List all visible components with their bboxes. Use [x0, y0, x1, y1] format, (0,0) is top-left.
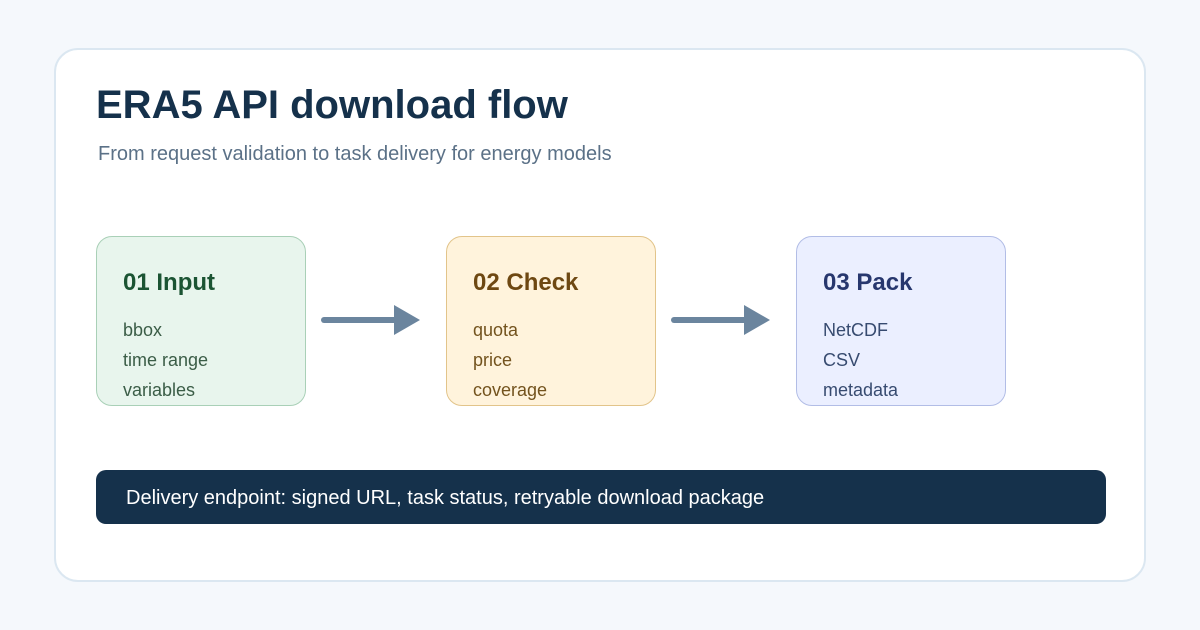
page-title: ERA5 API download flow	[96, 83, 568, 127]
page-subtitle: From request validation to task delivery…	[98, 143, 612, 165]
step-pack-item: CSV	[823, 350, 861, 370]
delivery-endpoint-banner: Delivery endpoint: signed URL, task stat…	[96, 470, 1106, 524]
step-pack-box: 03 Pack NetCDF CSV metadata	[796, 236, 1006, 406]
step-check-item: price	[473, 350, 513, 370]
step-input-items: bbox time range variables	[123, 315, 208, 405]
step-check-box: 02 Check quota price coverage	[446, 236, 656, 406]
step-check-title: 02 Check	[473, 269, 579, 296]
step-pack-items: NetCDF CSV metadata	[823, 315, 898, 405]
step-input-title: 01 Input	[123, 269, 216, 296]
step-check-item: quota	[473, 320, 519, 340]
step-input-item: variables	[123, 380, 196, 400]
step-input-box: 01 Input bbox time range variables	[96, 236, 306, 406]
step-pack-item: metadata	[823, 380, 899, 400]
step-pack-item: NetCDF	[823, 320, 889, 340]
step-input-item: bbox	[123, 320, 163, 340]
step-check-items: quota price coverage	[473, 315, 547, 405]
step-input-item: time range	[123, 350, 209, 370]
flow-arrow-icon	[671, 305, 770, 335]
step-check-item: coverage	[473, 380, 548, 400]
step-pack-title: 03 Pack	[823, 269, 913, 296]
flow-arrow-icon	[321, 305, 420, 335]
